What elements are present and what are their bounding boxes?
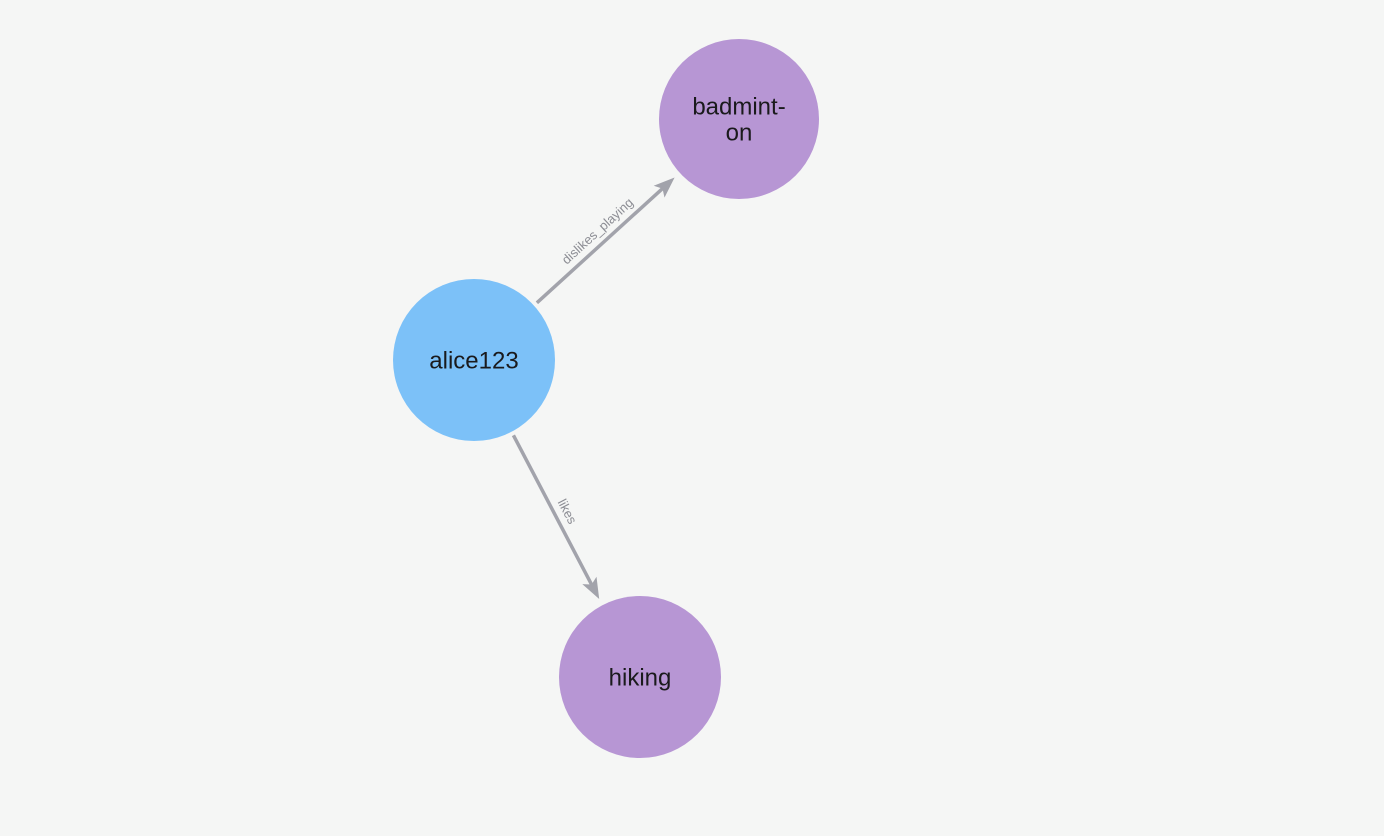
node-circle[interactable] bbox=[393, 279, 555, 441]
edge-arrowhead-icon bbox=[653, 177, 675, 198]
graph-edge-likes[interactable]: likes bbox=[511, 434, 600, 599]
graph-edge-dislikes-playing[interactable]: dislikes_playing bbox=[535, 177, 675, 305]
node-circle[interactable] bbox=[559, 596, 721, 758]
edge-line bbox=[535, 186, 665, 305]
graph-node-alice123[interactable]: alice123 bbox=[393, 279, 555, 441]
graph-node-badminton[interactable]: badmint-on bbox=[659, 39, 819, 199]
edge-label: dislikes_playing bbox=[559, 195, 636, 267]
node-circle[interactable] bbox=[659, 39, 819, 199]
graph-node-hiking[interactable]: hiking bbox=[559, 596, 721, 758]
edge-line bbox=[511, 434, 594, 587]
edge-arrowhead-icon bbox=[582, 576, 600, 599]
